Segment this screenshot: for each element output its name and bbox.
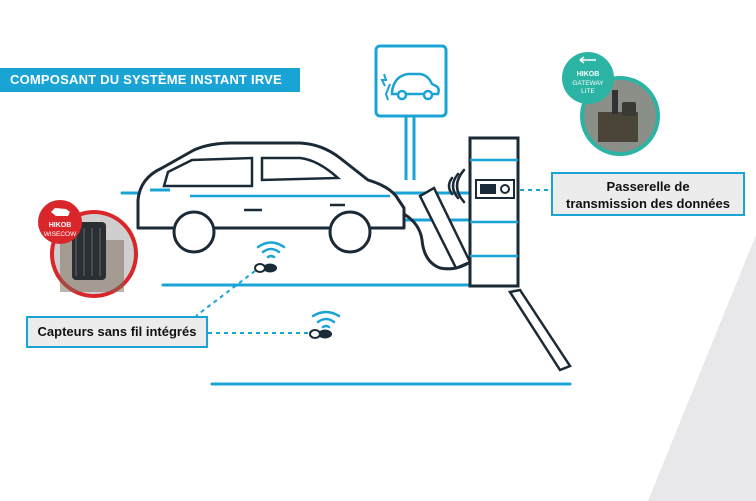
electric-car [136, 141, 496, 271]
sensor-puck-icon [254, 241, 286, 273]
ev-charging-sign-icon [374, 44, 448, 180]
gateway-brand: HIKOB [577, 71, 600, 78]
sensor-puck-icon [309, 310, 341, 339]
cow-icon [51, 208, 70, 216]
gateway-callout: Passerelle de transmission des données [551, 172, 745, 216]
gateway-logo-circle [562, 52, 614, 104]
gateway-callout-line2: transmission des données [566, 196, 730, 211]
background-corner-shape [648, 235, 756, 501]
wisecow-product: WISECOW [44, 231, 77, 238]
sensors-callout: Capteurs sans fil intégrés [26, 316, 208, 348]
gateway-badge: HIKOB GATEWAY LITE [562, 52, 660, 156]
arrow-icon [579, 56, 596, 64]
sensor-connector-lines [195, 270, 308, 334]
charging-station [418, 136, 572, 372]
wisecow-logo-circle [38, 200, 82, 244]
gateway-product-line2: LITE [581, 88, 595, 95]
gateway-product-line1: GATEWAY [572, 80, 604, 87]
gateway-callout-line1: Passerelle de [606, 179, 690, 194]
wisecow-badge: HIKOB WISECOW [38, 200, 138, 298]
wifi-signal-icon [447, 168, 466, 204]
diagram-title: COMPOSANT DU SYSTÈME INSTANT IRVE [0, 68, 300, 92]
wisecow-brand: HIKOB [49, 222, 72, 229]
